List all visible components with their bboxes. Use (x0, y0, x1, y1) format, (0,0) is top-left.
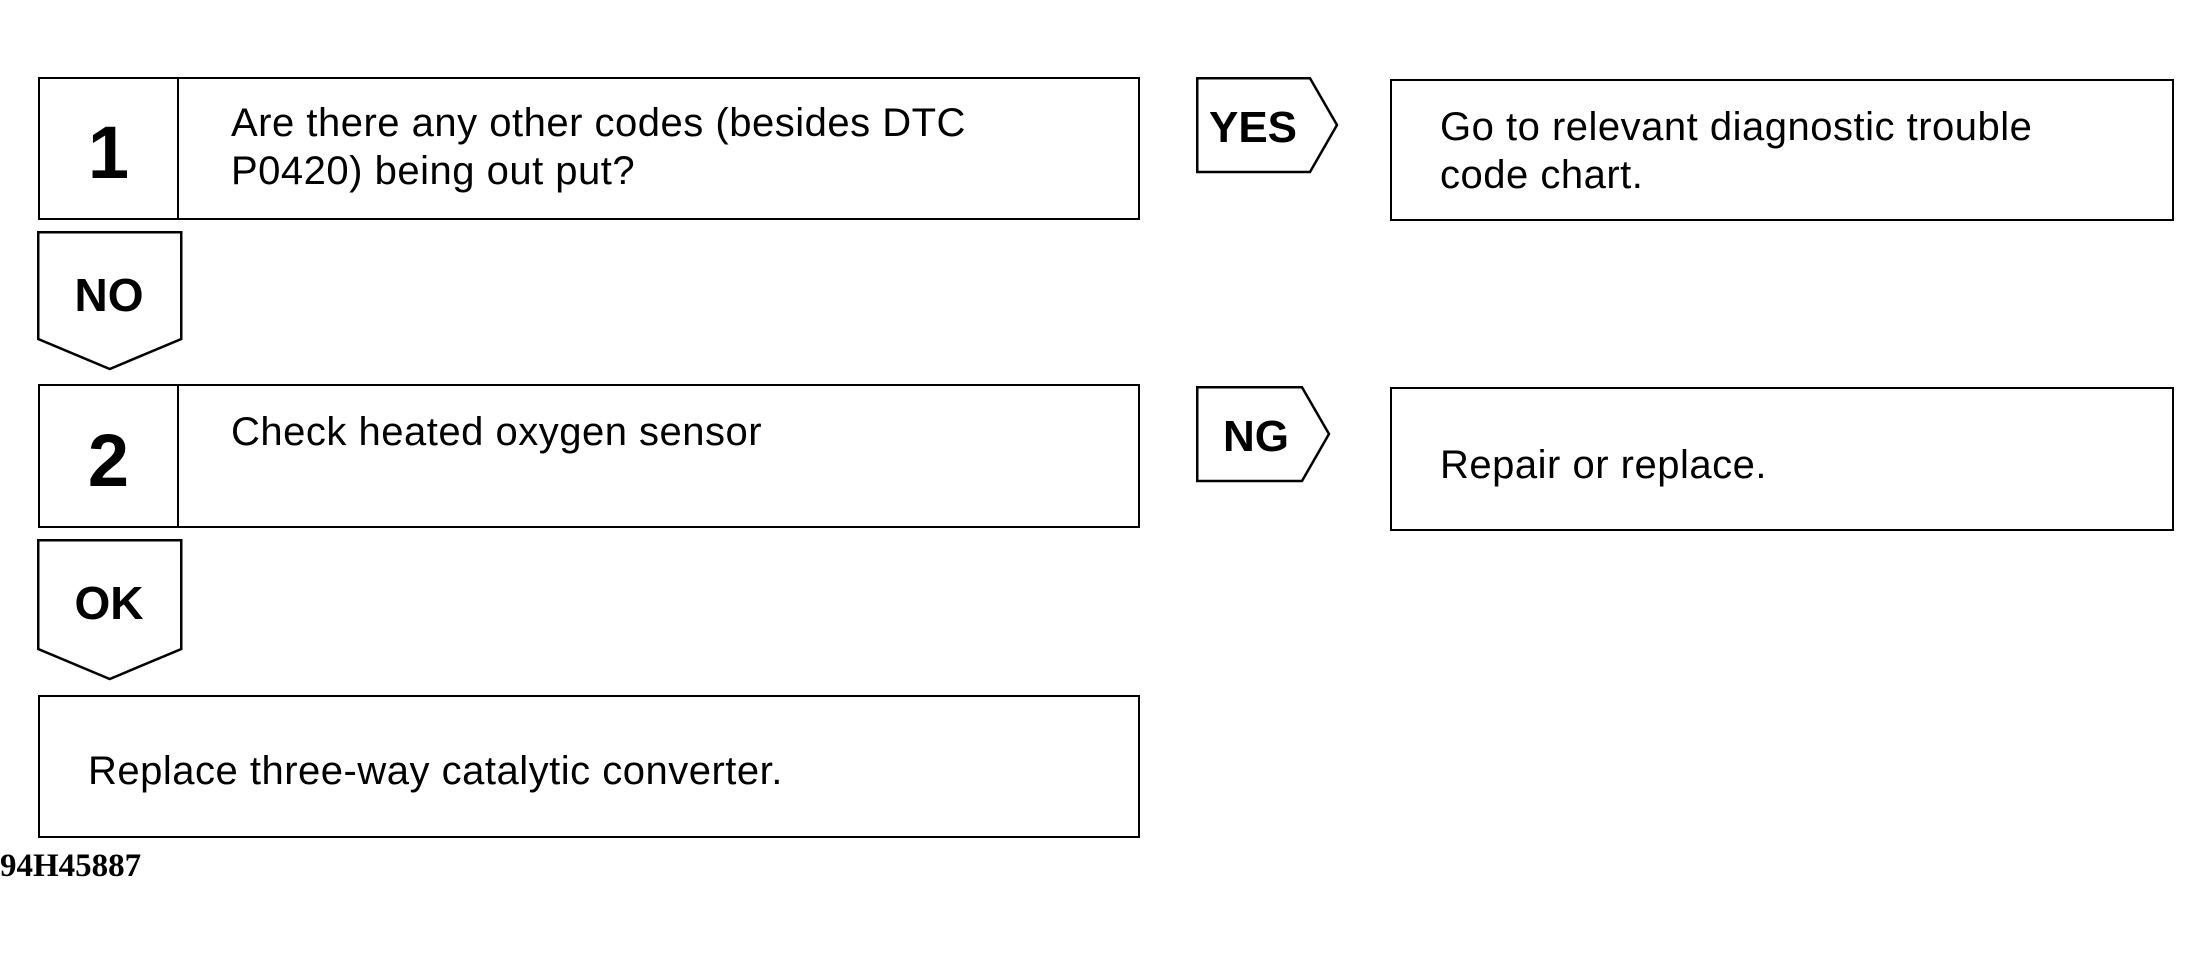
step-1-question-line-2: P0420) being out put? (231, 149, 636, 193)
yes-label: YES (1209, 103, 1297, 152)
ok-arrow-tag: OK (37, 539, 183, 681)
ng-result-box: Repair or replace. (1390, 387, 2174, 531)
ng-label: NG (1223, 412, 1289, 461)
no-arrow-tag: NO (37, 231, 183, 371)
step-2-number: 2 (40, 386, 179, 526)
yes-result-line-1: Go to relevant diagnostic trouble (1440, 105, 2033, 149)
ok-label: OK (75, 577, 144, 629)
final-action-box: Replace three-way catalytic converter. (38, 695, 1140, 838)
yes-result-box: Go to relevant diagnostic trouble code c… (1390, 79, 2174, 221)
no-label: NO (75, 269, 144, 321)
step-1-question-line-1: Are there any other codes (besides DTC (231, 101, 966, 145)
yes-result-text: Go to relevant diagnostic trouble code c… (1440, 103, 2032, 199)
step-1-box: 1 Are there any other codes (besides DTC… (38, 77, 1140, 220)
step-1-question: Are there any other codes (besides DTC P… (179, 79, 966, 218)
step-1-number: 1 (40, 79, 179, 218)
final-action-text: Replace three-way catalytic converter. (88, 749, 783, 793)
step-2-question: Check heated oxygen sensor (231, 410, 763, 454)
figure-id: 94H45887 (0, 848, 142, 884)
ng-arrow-tag: NG (1196, 386, 1331, 483)
yes-arrow-tag: YES (1196, 77, 1339, 174)
yes-result-line-2: code chart. (1440, 153, 1644, 197)
step-2-box: 2 Check heated oxygen sensor (38, 384, 1140, 528)
ng-result-text: Repair or replace. (1440, 443, 1767, 487)
